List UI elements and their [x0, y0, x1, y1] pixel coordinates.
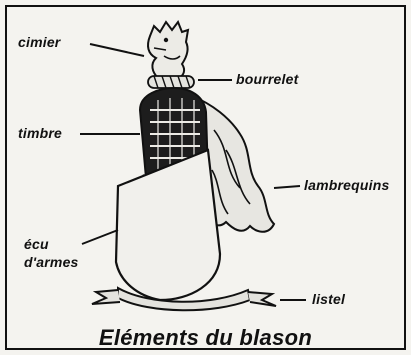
- cimier-eye: [164, 38, 168, 42]
- label-lambrequins: lambrequins: [304, 177, 389, 193]
- ecu-shield: [116, 150, 220, 300]
- label-timbre: timbre: [18, 125, 62, 141]
- label-ecu-line1: écu: [24, 236, 49, 252]
- leader-lambrequins: [274, 186, 300, 188]
- leader-ecu: [82, 230, 118, 244]
- label-bourrelet: bourrelet: [236, 71, 298, 87]
- diagram-title: Eléments du blason: [0, 325, 411, 351]
- label-ecu-line2: d'armes: [24, 254, 79, 270]
- leader-cimier: [90, 44, 144, 56]
- cimier-crest: [148, 22, 188, 78]
- label-cimier: cimier: [18, 34, 60, 50]
- bourrelet-wreath: [148, 76, 194, 88]
- label-listel: listel: [312, 291, 345, 307]
